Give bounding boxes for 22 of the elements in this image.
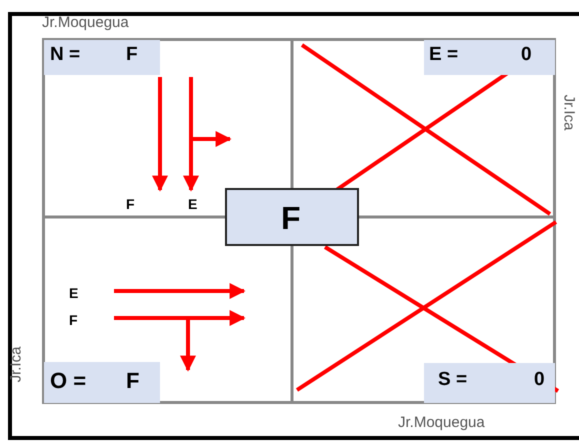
center-value: F <box>281 200 301 237</box>
approach-panel <box>44 40 160 75</box>
lane-label: F <box>69 312 78 328</box>
street-name: Jr.Ica <box>7 346 24 382</box>
approach-label: E = <box>429 44 458 66</box>
approach-panel <box>44 362 160 403</box>
lane-label: E <box>69 285 78 301</box>
approach-label: S = <box>438 369 468 391</box>
street-name: Jr.Ica <box>560 94 578 130</box>
approach-value: F <box>126 44 138 66</box>
approach-value: F <box>126 368 140 394</box>
lane-label: F <box>126 196 135 212</box>
street-name: Jr.Moquegua <box>42 14 129 31</box>
lane-label: E <box>188 196 198 212</box>
approach-value: 0 <box>534 369 545 391</box>
center-box <box>225 188 359 246</box>
approach-value: 0 <box>521 44 532 66</box>
approach-panel <box>424 363 555 403</box>
street-name: Jr.Moquegua <box>398 414 485 431</box>
approach-panel <box>424 40 555 75</box>
approach-label: O = <box>50 368 86 394</box>
approach-label: N = <box>50 44 80 66</box>
